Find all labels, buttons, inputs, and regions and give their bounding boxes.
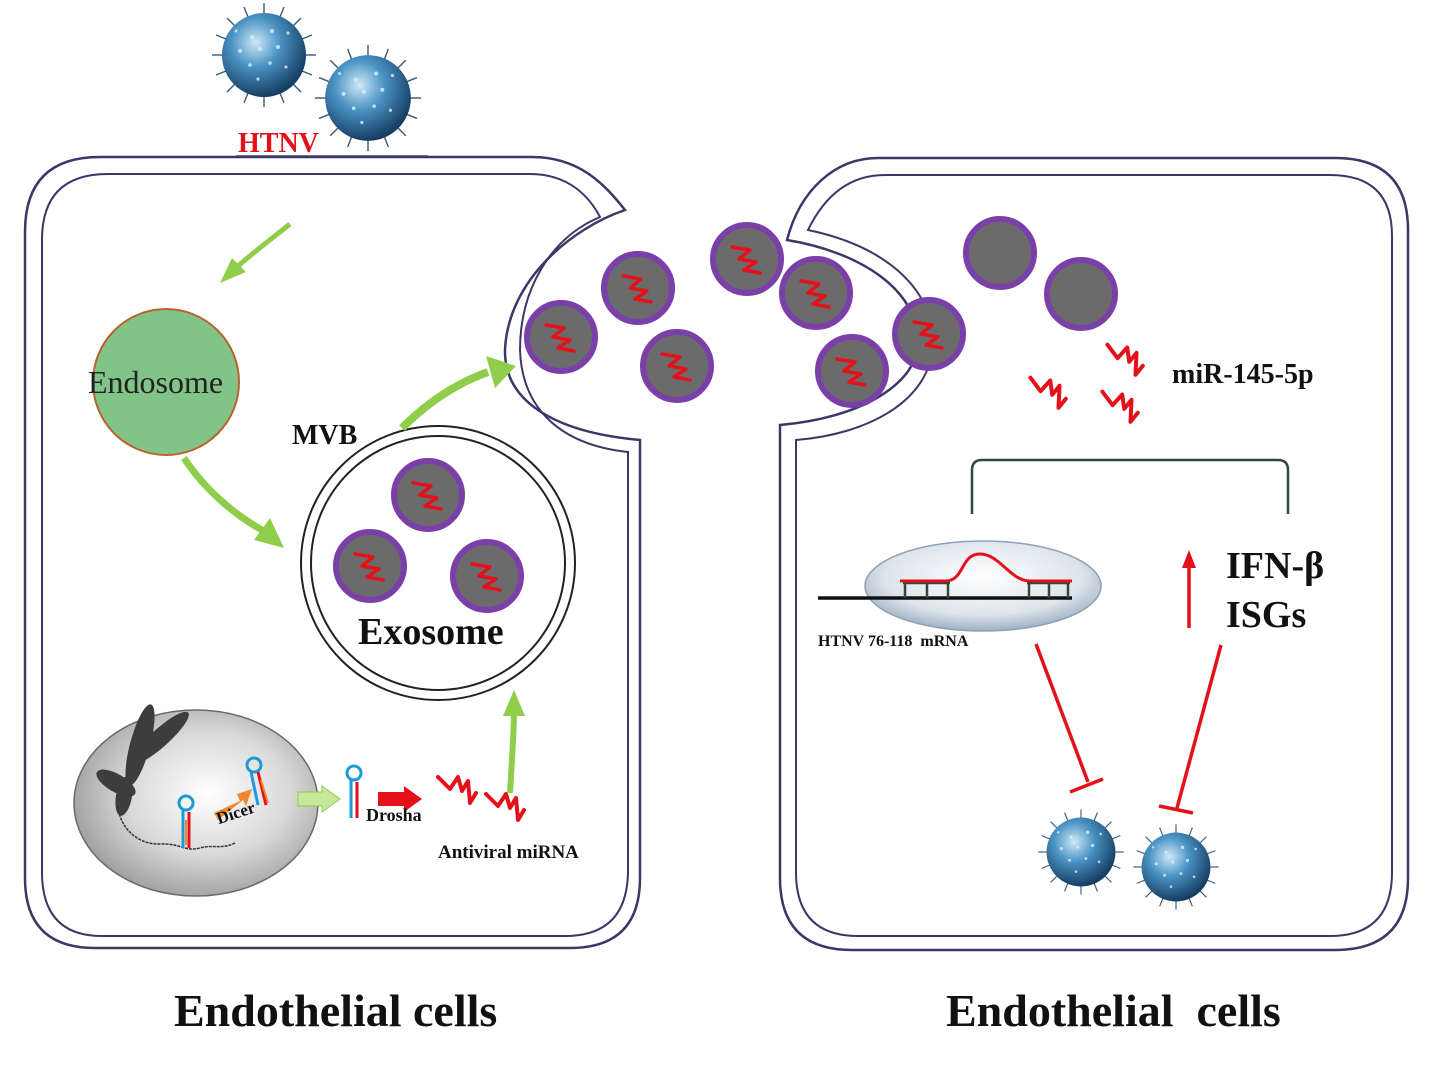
free-mirna-3 [1096,389,1143,425]
mirna-name-label: miR-145-5p [1172,359,1314,390]
exosome-released-7 [892,297,966,371]
exosome-released-6 [815,334,889,408]
mvb-label: MVB [292,420,358,451]
left-cell-outer-membrane [23,155,642,950]
virus-label: HTNV [238,128,319,159]
inhibition-line-mrna [1034,643,1104,794]
inhibited-virus-1-icon [1037,808,1125,896]
mirna-target-bracket [970,458,1290,514]
ifn-beta-label: IFN-β [1226,545,1325,587]
exosome-mvb-2 [333,529,407,603]
endosome [92,308,240,456]
mrna-base-pairs [903,581,1070,598]
export-arrow-icon [297,785,341,813]
dicer-arrow-icon [214,789,252,820]
free-mirna-1 [1024,375,1071,411]
antiviral-mirna-label: Antiviral miRNA [438,842,579,863]
upregulation-arrow-icon [1182,550,1196,628]
mvb-inner-ring [310,435,566,691]
isgs-label: ISGs [1226,594,1307,636]
exosome-released-2 [601,251,675,325]
right-cell-inner-membrane [795,174,1393,937]
exosome-released-5 [779,256,853,330]
mirna-to-mvb-arrow-icon [503,690,525,794]
right-cell-caption: Endothelial cells [946,985,1281,1036]
inhibition-line-ifn [1158,644,1223,815]
entry-arrow-icon [220,222,292,283]
exosome-mvb-1 [391,458,465,532]
antiviral-mirna-2 [484,792,526,822]
left-cell-inner-membrane [41,173,629,937]
exosome-released-4 [710,222,784,296]
endosome-label: Endosome [88,364,224,400]
exported-hairpin-icon [345,764,363,818]
exosome-empty-2 [1044,257,1118,331]
inhibited-virus-2-icon [1132,823,1220,911]
dna-strand [117,805,236,850]
free-mirna-2 [1101,342,1148,378]
exosome-label: Exosome [358,611,504,653]
right-cell-outer-membrane [778,156,1410,952]
left-cell-caption: Endothelial cells [174,985,498,1036]
pri-mirna-hairpin-icon [177,794,195,848]
mvb-to-membrane-arrow-icon [399,356,516,431]
mirna-bound-strand [900,552,1072,583]
mvb-outer-ring [300,425,576,701]
exosome-released-1 [524,300,598,374]
drosha-arrow-icon [378,786,422,812]
exosome-empty-1 [963,216,1037,290]
mrna-binding-ellipse [864,540,1102,632]
exosome-released-3 [640,329,714,403]
drosha-label: Drosha [366,805,422,825]
pre-mirna-hairpin-icon [245,756,269,806]
endosome-to-mvb-arrow-icon [181,456,284,548]
antiviral-mirna-1 [436,775,478,805]
virus-particle-top-left-icon [211,2,317,108]
chromosome-icon [96,704,189,816]
virus-particle-top-right-icon [314,44,422,152]
nucleus [73,709,319,897]
mrna-label: HTNV 76-118 mRNA [818,633,969,650]
exosome-mvb-3 [450,539,524,613]
